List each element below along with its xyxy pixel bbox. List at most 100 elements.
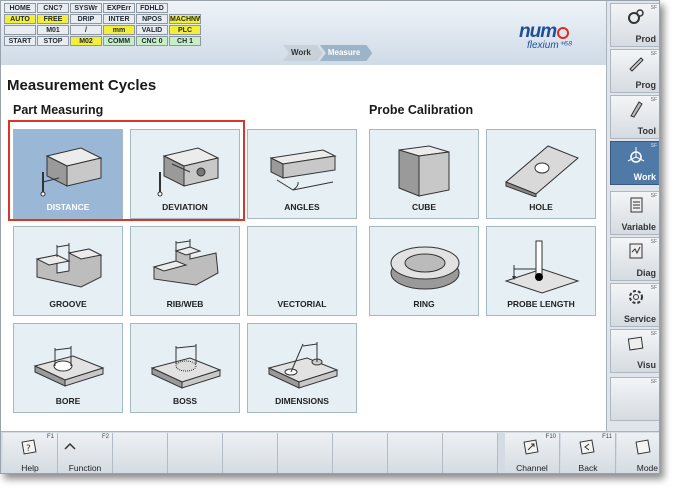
- tile-label: GROOVE: [49, 299, 87, 309]
- panel-label: Diag: [636, 268, 656, 278]
- panel-label: Service: [623, 314, 656, 324]
- tile-dimensions[interactable]: DIMENSIONS: [247, 323, 357, 413]
- groove-icon: [35, 243, 103, 288]
- logo-brand: num: [519, 21, 557, 42]
- panel-sf: SF: [650, 379, 657, 385]
- status-cell: INTER: [103, 14, 135, 24]
- help-icon: ?: [21, 439, 37, 455]
- section-probe-calibration: Probe Calibration: [369, 103, 474, 117]
- tile-label: CUBE: [411, 202, 437, 212]
- tile-label: VECTORIAL: [277, 299, 327, 309]
- bore-icon: [33, 346, 105, 387]
- status-cell: VALID: [136, 25, 168, 35]
- fkey-help[interactable]: F1?Help: [3, 433, 58, 473]
- chevron-up-icon: [64, 442, 76, 450]
- tile-ring[interactable]: RING: [369, 226, 479, 316]
- probe-length-icon: [504, 240, 580, 294]
- panel-button-work[interactable]: SF Work: [610, 141, 659, 185]
- panel-label: Prod: [635, 34, 656, 44]
- panel-sf: SF: [650, 331, 657, 337]
- tile-label: DEVIATION: [162, 202, 208, 212]
- status-cell: PLC: [169, 25, 201, 35]
- tile-label: BORE: [55, 396, 81, 406]
- tile-hole[interactable]: HOLE: [486, 129, 596, 219]
- tool-icon: [630, 101, 643, 118]
- status-cell: DRIP: [70, 14, 102, 24]
- fkey-label: Mode: [636, 463, 658, 473]
- panel-button-empty[interactable]: SF: [610, 377, 659, 421]
- panel-button-prod[interactable]: SF Prod: [610, 3, 659, 47]
- tile-bore[interactable]: BORE: [13, 323, 123, 413]
- dimensions-icon: [267, 342, 339, 389]
- tile-label: DIMENSIONS: [275, 396, 329, 406]
- tile-label: BOSS: [172, 396, 198, 406]
- breadcrumb-measure[interactable]: Measure: [320, 45, 372, 61]
- status-cell: mm: [103, 25, 135, 35]
- fkey-5[interactable]: [223, 433, 278, 473]
- num-logo: num flexium⁺⁶⁸: [519, 21, 599, 61]
- fkey-9[interactable]: [443, 433, 498, 473]
- tile-label: PROBE LENGTH: [507, 299, 575, 309]
- status-grid: HOME CNC? SYSWr EXPErr FDHLD AUTO FREE D…: [4, 3, 201, 46]
- cube-icon: [398, 145, 450, 197]
- mode-icon: [635, 439, 651, 455]
- fkey-number: F10: [545, 434, 556, 440]
- rib-web-icon: [152, 239, 219, 286]
- fkey-4[interactable]: [168, 433, 223, 473]
- panel-sf: SF: [650, 5, 657, 11]
- tile-angles[interactable]: ANGLES: [247, 129, 357, 219]
- service-gear-icon: [629, 290, 643, 304]
- breadcrumb-work[interactable]: Work: [283, 45, 323, 61]
- status-cell: M02: [70, 36, 102, 46]
- tile-rib-web[interactable]: RIB/WEB: [130, 226, 240, 316]
- status-cell: CNC?: [37, 3, 69, 13]
- tile-label: RING: [413, 299, 435, 309]
- fkey-3[interactable]: [113, 433, 168, 473]
- panel-sf: SF: [650, 143, 657, 149]
- document-icon: [630, 197, 643, 213]
- axes-icon: [627, 147, 645, 163]
- fkey-mode[interactable]: Mode: [617, 433, 659, 473]
- status-cell: HOME: [4, 3, 36, 13]
- ring-icon: [390, 246, 460, 290]
- logo-product: flexium⁺⁶⁸: [527, 40, 573, 51]
- tile-groove[interactable]: GROOVE: [13, 226, 123, 316]
- distance-icon: [40, 147, 103, 197]
- tile-vectorial[interactable]: VECTORIAL: [247, 226, 357, 316]
- fkey-6[interactable]: [278, 433, 333, 473]
- breadcrumb: Work Measure: [283, 45, 372, 61]
- tile-label: RIB/WEB: [166, 299, 204, 309]
- fkey-label: Channel: [516, 463, 548, 473]
- panel-label: Variable: [621, 222, 656, 232]
- panel-label: Work: [633, 172, 656, 182]
- tile-distance[interactable]: DISTANCE: [13, 129, 123, 219]
- boss-icon: [150, 344, 222, 389]
- status-cell: MACHNW: [169, 14, 201, 24]
- tile-cube[interactable]: CUBE: [369, 129, 479, 219]
- status-cell: M01: [37, 25, 69, 35]
- selection-highlight: [8, 120, 245, 221]
- status-cell: STOP: [37, 36, 69, 46]
- fkey-number: F2: [101, 434, 109, 440]
- tile-deviation[interactable]: DEVIATION: [130, 129, 240, 219]
- channel-icon: [523, 439, 539, 455]
- tile-boss[interactable]: BOSS: [130, 323, 240, 413]
- fkey-8[interactable]: [388, 433, 443, 473]
- back-icon: [579, 439, 595, 455]
- hole-icon: [505, 145, 579, 197]
- fkey-7[interactable]: [333, 433, 388, 473]
- status-cell: AUTO: [4, 14, 36, 24]
- panel-label: Prog: [635, 80, 656, 90]
- angles-icon: [269, 149, 337, 191]
- tile-probe-length[interactable]: PROBE LENGTH: [486, 226, 596, 316]
